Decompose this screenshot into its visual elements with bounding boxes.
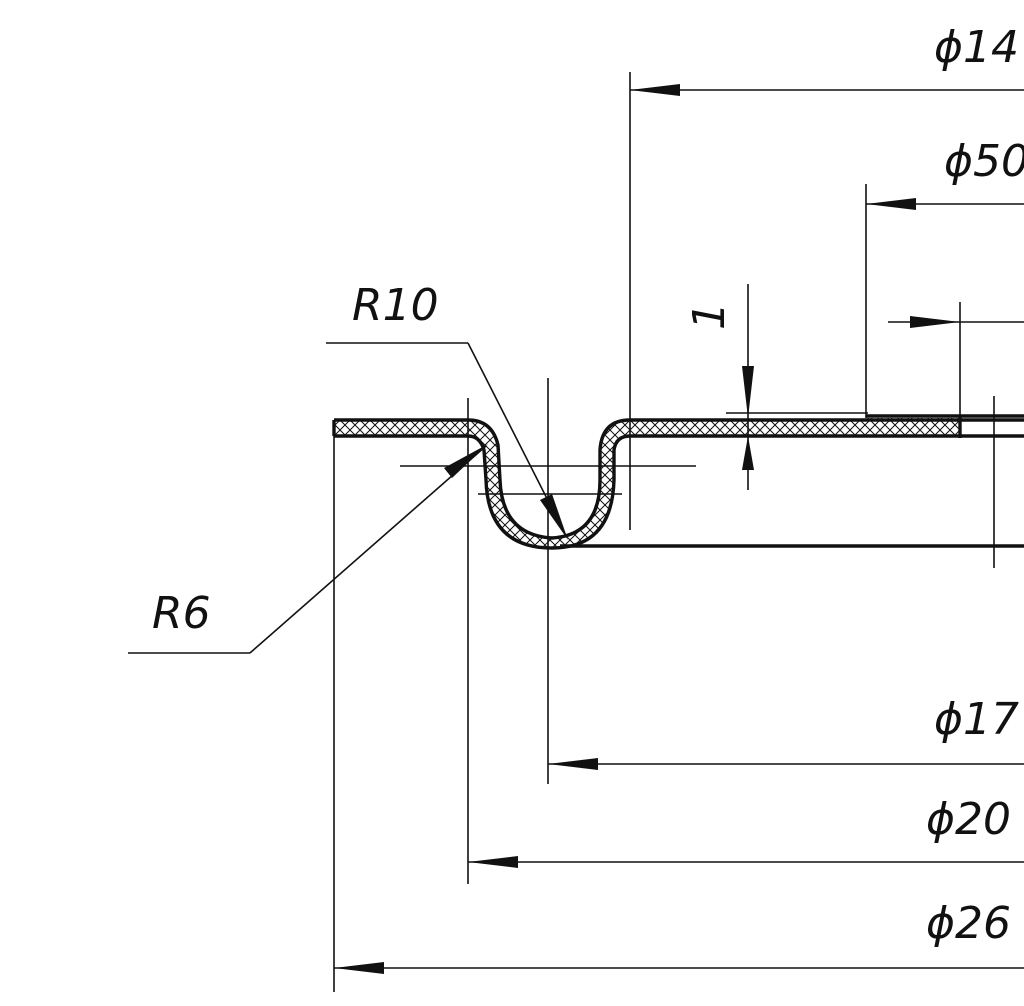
sheet-outline-bottom: [334, 434, 1024, 550]
label-r10: R10: [352, 280, 439, 331]
dimension-d14x: [630, 84, 1024, 96]
dimension-d17x: [548, 758, 1024, 770]
dimension-d26x: [334, 962, 1024, 974]
leader-r6: [128, 444, 488, 654]
extension-lines: [333, 72, 995, 992]
label-r6: R6: [152, 588, 211, 639]
label-d20x: ϕ20: [926, 794, 1011, 845]
sheet-hatch: [334, 418, 960, 548]
label-d26x: ϕ26: [926, 898, 1011, 949]
sheet-outline-top: [334, 418, 1024, 540]
dimension-d20x: [468, 856, 1024, 868]
label-thickness: 1: [684, 302, 735, 330]
dimension-hub: [888, 316, 1024, 328]
label-d17x: ϕ17: [934, 694, 1019, 745]
label-d50: ϕ50: [944, 136, 1024, 187]
dimension-d50: [866, 198, 1024, 210]
leader-r10: [326, 342, 568, 540]
label-d14x: ϕ14: [934, 22, 1019, 73]
dimension-thickness: [742, 284, 754, 490]
part-section: [332, 414, 1024, 550]
